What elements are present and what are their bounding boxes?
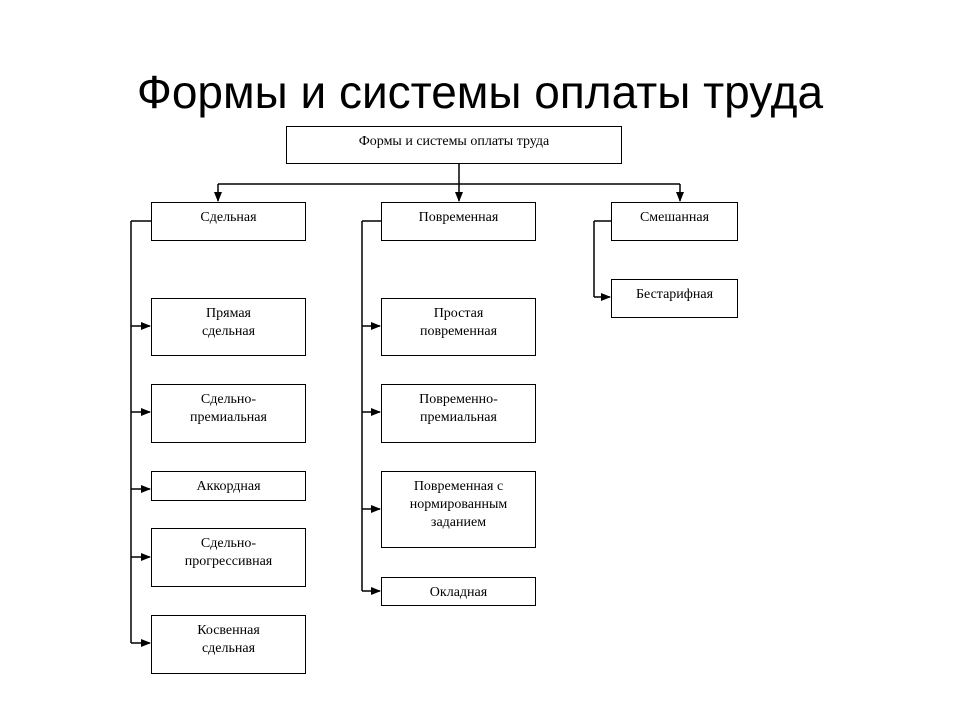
node-simple-time: Простая повременная (381, 298, 536, 356)
node-time-based: Повременная (381, 202, 536, 241)
node-salary: Окладная (381, 577, 536, 606)
node-time-normed: Повременная с нормированным заданием (381, 471, 536, 548)
node-piecework: Сдельная (151, 202, 306, 241)
node-piece-bonus: Сдельно- премиальная (151, 384, 306, 443)
node-mixed: Смешанная (611, 202, 738, 241)
slide-title: Формы и системы оплаты труда (136, 66, 824, 118)
node-tariff-free: Бестарифная (611, 279, 738, 318)
node-time-bonus: Повременно- премиальная (381, 384, 536, 443)
node-direct-piecework: Прямая сдельная (151, 298, 306, 356)
root-node: Формы и системы оплаты труда (286, 126, 622, 164)
node-indirect-piecework: Косвенная сдельная (151, 615, 306, 674)
node-piece-progressive: Сдельно- прогрессивная (151, 528, 306, 587)
node-lump-sum: Аккордная (151, 471, 306, 501)
